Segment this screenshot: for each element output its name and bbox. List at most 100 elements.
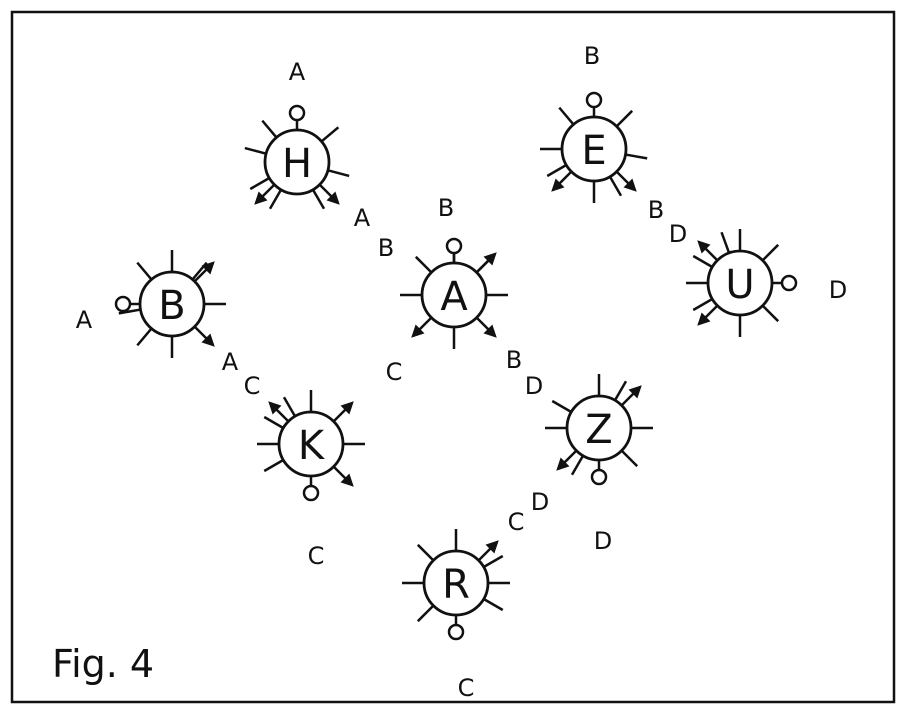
node-circle <box>277 410 345 478</box>
spoke <box>761 243 780 262</box>
open-site-circle <box>585 91 603 109</box>
open-site-label: C <box>308 542 325 570</box>
bond-label: C <box>244 372 261 400</box>
bond-label: B <box>378 234 394 262</box>
figure-frame <box>10 10 896 704</box>
spoke <box>692 297 713 312</box>
spoke <box>268 189 283 210</box>
node-u: U <box>686 229 798 337</box>
open-site-label: B <box>438 194 454 222</box>
open-site-circle <box>780 274 798 292</box>
arrow-spoke <box>697 240 719 262</box>
spoke <box>416 543 435 562</box>
node-label: E <box>581 128 606 174</box>
spoke <box>263 458 284 473</box>
node-circle <box>560 115 628 183</box>
open-site-circle <box>590 468 608 486</box>
arrow-spoke <box>332 465 354 487</box>
bond-label: B <box>648 196 664 224</box>
node-label: H <box>282 141 312 187</box>
spoke <box>261 119 278 139</box>
bond-label: D <box>531 488 549 516</box>
node-k: K <box>257 390 365 502</box>
spoke <box>720 231 731 254</box>
open-site-circle <box>445 237 463 255</box>
spoke <box>620 449 639 468</box>
arrow-spoke <box>193 325 215 347</box>
node-a: A <box>400 237 508 349</box>
node-e: E <box>540 91 648 203</box>
spoke <box>551 399 572 414</box>
spoke <box>118 308 141 315</box>
node-r: R <box>402 529 510 641</box>
arrow-spoke <box>411 316 433 338</box>
open-site-circle <box>114 295 132 313</box>
arrow-spoke <box>556 449 578 471</box>
node-label: A <box>440 274 468 320</box>
node-label: B <box>158 283 185 329</box>
open-site-circle <box>288 104 306 122</box>
node-circle <box>565 394 633 462</box>
spoke <box>483 597 504 612</box>
bond-label: C <box>386 358 403 386</box>
node-label: Z <box>585 407 612 453</box>
arrow-spoke <box>475 316 497 338</box>
spoke <box>483 554 504 569</box>
bond-label: D <box>669 220 687 248</box>
spoke <box>311 189 326 210</box>
node-label: R <box>442 562 470 608</box>
arrow-spoke <box>193 261 215 283</box>
spoke <box>244 146 267 155</box>
bond-label: B <box>506 346 522 374</box>
node-circle <box>420 261 488 329</box>
spoke <box>282 396 297 417</box>
arrow-spoke <box>615 170 637 192</box>
arrow-spoke <box>697 304 719 326</box>
spoke <box>249 176 270 191</box>
spoke <box>615 109 634 128</box>
node-circle <box>422 549 490 617</box>
node-label: U <box>725 262 754 308</box>
spoke <box>570 455 585 476</box>
node-circle <box>706 249 774 317</box>
open-site-circle <box>302 484 320 502</box>
arrow-spoke <box>254 183 276 205</box>
spoke <box>416 604 435 623</box>
spoke <box>613 380 628 401</box>
spoke <box>761 304 780 323</box>
arrow-spoke <box>477 540 499 562</box>
node-label: K <box>298 423 326 469</box>
bond-label: A <box>354 204 371 232</box>
node-h: H <box>244 104 350 210</box>
open-site-label: D <box>594 527 612 555</box>
spoke <box>263 415 284 430</box>
spoke <box>327 169 350 178</box>
bond-label: D <box>525 372 543 400</box>
spoke <box>136 327 153 347</box>
spoke <box>625 153 648 160</box>
open-site-label: C <box>458 674 475 702</box>
arrow-spoke <box>475 252 497 274</box>
spoke <box>546 163 567 178</box>
bond-label: C <box>508 508 525 536</box>
spoke <box>320 126 340 143</box>
figure-caption: Fig. 4 <box>52 642 154 686</box>
node-z: Z <box>545 374 653 486</box>
arrow-spoke <box>551 170 573 192</box>
spoke <box>414 255 433 274</box>
node-circle <box>263 128 331 196</box>
spoke <box>558 106 575 126</box>
open-site-label: D <box>829 276 847 304</box>
arrow-spoke <box>268 401 290 423</box>
arrow-spoke <box>620 385 642 407</box>
open-site-label: A <box>76 306 93 334</box>
open-site-circle <box>447 623 465 641</box>
spoke <box>692 254 713 269</box>
open-site-label: A <box>289 58 306 86</box>
node-b: B <box>114 250 226 358</box>
spoke <box>136 261 153 281</box>
open-site-label: B <box>584 42 600 70</box>
